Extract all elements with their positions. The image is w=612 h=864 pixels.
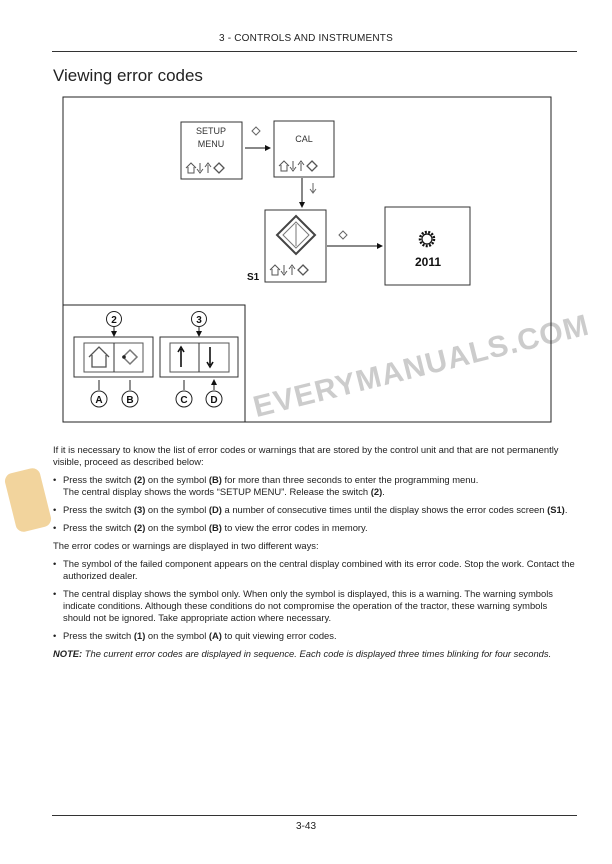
screen-nav-icons xyxy=(185,162,225,174)
cal-screen: CAL xyxy=(273,120,335,178)
svg-text:S1: S1 xyxy=(247,272,260,283)
callouts: 2 3 A B C D xyxy=(90,311,223,408)
setup-menu-screen: SETUP MENU xyxy=(180,121,243,180)
page-title: Viewing error codes xyxy=(53,66,203,85)
header-divider xyxy=(52,51,577,52)
quit-step: Press the switch (1) on the symbol (A) t… xyxy=(53,630,577,642)
svg-text:A: A xyxy=(95,395,102,406)
svg-text:SETUP: SETUP xyxy=(196,126,226,136)
footer-divider xyxy=(52,815,577,816)
step-item: Press the switch (2) on the symbol (B) f… xyxy=(53,474,577,498)
svg-text:MENU: MENU xyxy=(198,139,225,149)
up-arrow-icon xyxy=(177,345,185,367)
svg-text:2: 2 xyxy=(111,315,117,326)
svg-text:C: C xyxy=(180,395,187,406)
switch-2 xyxy=(73,336,154,378)
figure-frame xyxy=(62,96,552,423)
svg-text:2011: 2011 xyxy=(415,255,441,269)
home-icon xyxy=(88,346,110,368)
step-item: Press the switch (2) on the symbol (B) t… xyxy=(53,522,577,534)
enter-icon xyxy=(251,126,261,136)
enter-icon xyxy=(121,348,139,366)
step-item: Press the switch (3) on the symbol (D) a… xyxy=(53,504,577,516)
svg-text:CAL: CAL xyxy=(295,134,313,144)
svg-text:D: D xyxy=(210,395,217,406)
watermark-logo xyxy=(3,466,53,534)
steps-list: Press the switch (2) on the symbol (B) f… xyxy=(53,474,577,534)
ways-intro: The error codes or warnings are displaye… xyxy=(53,540,319,551)
svg-text:B: B xyxy=(126,395,133,406)
way-item: The symbol of the failed component appea… xyxy=(53,558,577,582)
instructions: If it is necessary to know the list of e… xyxy=(53,444,577,666)
switch-panel-frame xyxy=(62,304,246,423)
intro-text: If it is necessary to know the list of e… xyxy=(53,444,559,467)
note: NOTE: The current error codes are displa… xyxy=(53,648,552,659)
switch-3 xyxy=(159,336,239,378)
way-item: The central display shows the symbol onl… xyxy=(53,588,577,624)
ways-list: The symbol of the failed component appea… xyxy=(53,558,577,642)
svg-text:3: 3 xyxy=(196,315,202,326)
gear-icon xyxy=(418,230,436,248)
section-header: 3 - CONTROLS AND INSTRUMENTS xyxy=(219,33,393,44)
down-arrow-icon xyxy=(206,347,214,369)
watermark: EVERYMANUALS.COM xyxy=(250,308,593,425)
error-codes-screen-s1: S1 xyxy=(247,209,327,283)
page-number: 3-43 xyxy=(295,821,316,832)
error-code-display: 2011 xyxy=(384,206,471,286)
down-icon xyxy=(309,183,317,194)
enter-icon xyxy=(338,230,348,240)
